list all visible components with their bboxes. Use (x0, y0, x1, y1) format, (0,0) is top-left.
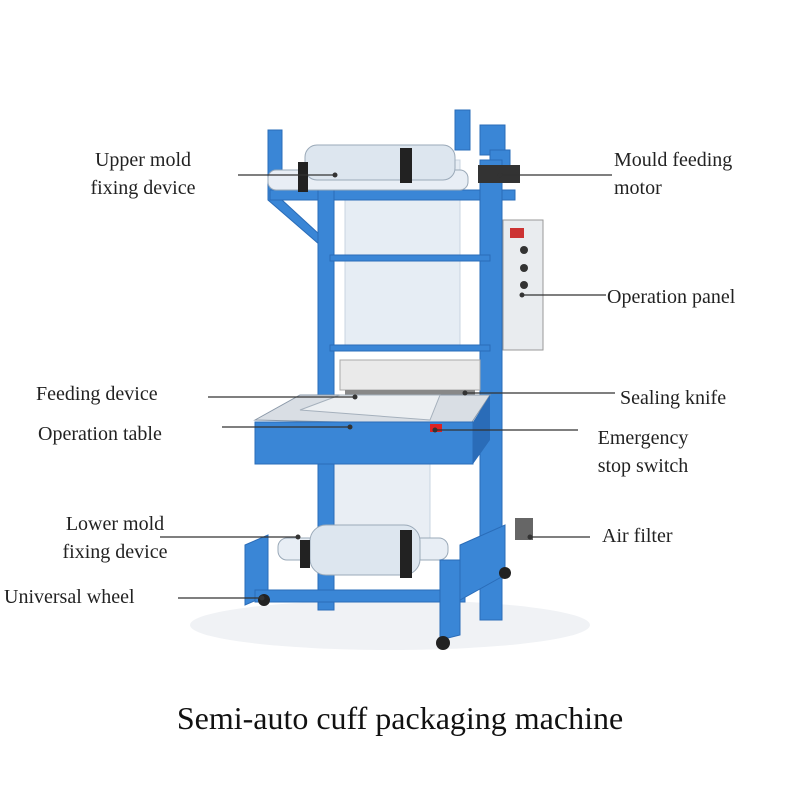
label-universal-wheel: Universal wheel (4, 586, 135, 608)
vertical-posts (317, 159, 503, 621)
upper-roll (267, 144, 469, 192)
wheel-front (436, 636, 450, 650)
label-upper-mold-line2: fixing device (90, 177, 196, 199)
floor-shadow (190, 600, 590, 650)
label-emergency-stop-line2: stop switch (597, 455, 689, 477)
wheel-left (258, 594, 270, 606)
label-mould-feeding-line1: Mould feeding (614, 149, 733, 171)
label-mould-feeding: Mould feeding motor (614, 146, 732, 202)
label-upper-mold: Upper mold fixing device (58, 146, 228, 202)
label-operation-table: Operation table (38, 423, 162, 445)
label-sealing-knife: Sealing knife (620, 387, 727, 409)
sealing-bar (339, 359, 481, 391)
label-emergency-stop: Emergency stop switch (578, 424, 708, 480)
panel-button-1 (520, 246, 528, 254)
label-lower-mold-line1: Lower mold (65, 513, 165, 535)
panel-button-2 (520, 264, 528, 272)
leader-lines (160, 174, 615, 599)
air-filter-unit (515, 518, 533, 540)
leader-dots (259, 172, 533, 601)
panel-display (510, 228, 524, 238)
label-feeding-device: Feeding device (36, 383, 158, 405)
label-lower-mold: Lower mold fixing device (30, 510, 200, 566)
label-mould-feeding-line2: motor (614, 177, 662, 199)
diagram-caption: Semi-auto cuff packaging machine (176, 700, 624, 736)
sealing-rail (345, 390, 475, 398)
label-air-filter: Air filter (602, 525, 673, 547)
label-upper-mold-line1: Upper mold (94, 149, 192, 171)
feeding-tray (299, 394, 441, 421)
label-operation-panel: Operation panel (607, 286, 736, 308)
wheel-right (499, 567, 511, 579)
label-lower-mold-line2: fixing device (62, 541, 168, 563)
label-emergency-stop-line1: Emergency (597, 427, 689, 449)
base-frame (244, 524, 506, 641)
panel-button-3 (520, 281, 528, 289)
lower-roll (277, 524, 449, 578)
